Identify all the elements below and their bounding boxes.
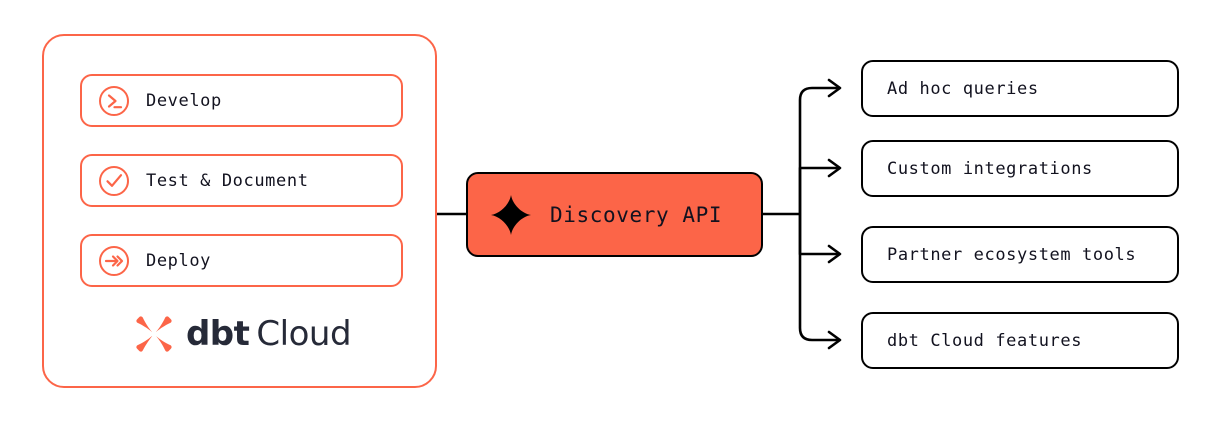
output-box-ad-hoc-queries[interactable]: Ad hoc queries [861, 60, 1179, 117]
sparkle-star-icon [491, 194, 531, 235]
stage-label: Deploy [146, 250, 212, 271]
stage-card-deploy[interactable]: Deploy [80, 234, 403, 287]
stage-label: Test & Document [146, 170, 309, 191]
output-label: Custom integrations [887, 158, 1093, 179]
output-box-partner-ecosystem-tools[interactable]: Partner ecosystem tools [861, 226, 1179, 283]
stage-card-develop[interactable]: Develop [80, 74, 403, 127]
discovery-api-label: Discovery API [550, 202, 723, 227]
connector-branch-2 [798, 166, 838, 214]
discovery-api-node[interactable]: Discovery API [466, 172, 763, 257]
terminal-prompt-icon [99, 85, 129, 116]
arrowhead-3 [827, 244, 842, 264]
dbt-word: dbt [185, 314, 250, 354]
check-circle-icon [99, 165, 129, 196]
cloud-word: Cloud [256, 314, 352, 354]
output-label: Ad hoc queries [887, 78, 1039, 99]
output-box-custom-integrations[interactable]: Custom integrations [861, 140, 1179, 197]
output-label: Partner ecosystem tools [887, 244, 1137, 265]
output-box-dbt-cloud-features[interactable]: dbt Cloud features [861, 312, 1179, 369]
stage-card-test-document[interactable]: Test & Document [80, 154, 403, 207]
connector-branch-3 [798, 214, 838, 256]
connector-branch-1 [798, 86, 838, 214]
dbt-cloud-panel: Develop Test & Document Deploy [42, 34, 437, 388]
connector-branch-4 [798, 214, 838, 342]
double-chevron-right-icon [99, 245, 129, 276]
arrowhead-1 [827, 78, 842, 98]
output-label: dbt Cloud features [887, 330, 1083, 351]
dbt-x-mark-icon [136, 316, 172, 352]
stage-label: Develop [146, 90, 222, 111]
arrowhead-4 [827, 330, 842, 350]
arrowhead-2 [827, 158, 842, 178]
